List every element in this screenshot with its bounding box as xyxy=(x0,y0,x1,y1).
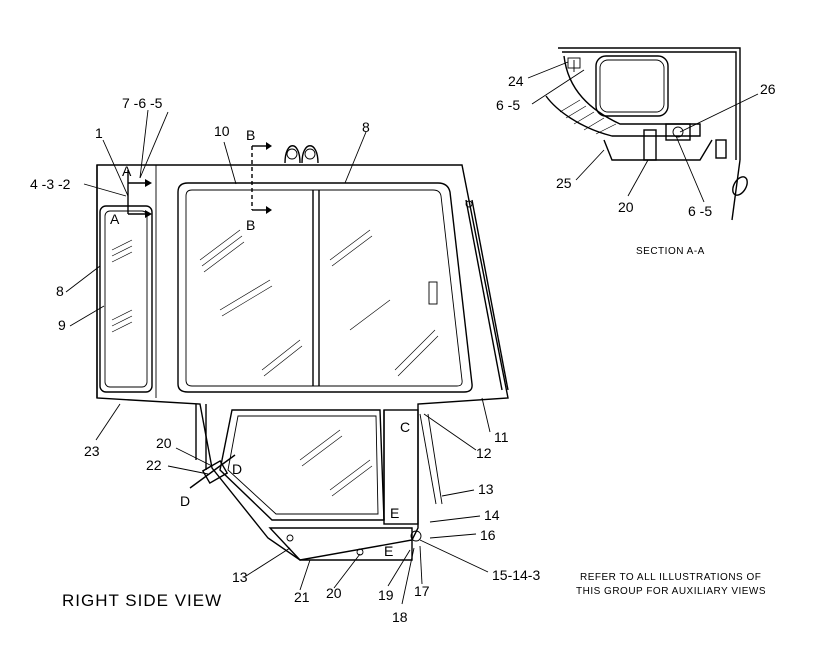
callout-6-5-top: 6 -5 xyxy=(496,97,520,113)
callout-17: 17 xyxy=(414,583,430,599)
lower-door-window xyxy=(195,404,443,556)
callout-23: 23 xyxy=(84,443,100,459)
callout-14: 14 xyxy=(484,507,500,523)
section-arrows xyxy=(97,142,272,218)
callout-21: 21 xyxy=(294,589,310,605)
marker-d-upper: D xyxy=(232,461,242,477)
marker-c: C xyxy=(400,419,410,435)
callout-11: 11 xyxy=(494,429,509,445)
marker-e-upper: E xyxy=(390,505,399,521)
callout-18: 18 xyxy=(392,609,408,625)
callout-6-5-section: 6 -5 xyxy=(688,203,712,219)
callout-13-right: 13 xyxy=(478,481,494,497)
callout-22: 22 xyxy=(146,457,162,473)
rear-window xyxy=(99,205,153,393)
callout-12: 12 xyxy=(476,445,492,461)
marker-d-lower: D xyxy=(180,493,190,509)
section-title: SECTION A-A xyxy=(636,246,705,257)
callout-19: 19 xyxy=(378,587,394,603)
callout-9: 9 xyxy=(58,317,66,333)
view-title: RIGHT SIDE VIEW xyxy=(62,591,222,610)
front-rail xyxy=(465,199,509,391)
callout-10: 10 xyxy=(214,123,230,139)
callout-20-left: 20 xyxy=(156,435,172,451)
marker-b-top: B xyxy=(246,127,255,143)
callout-1: 1 xyxy=(95,125,103,141)
upper-side-window xyxy=(177,182,473,393)
callout-labels: 1 7 -6 -5 4 -3 -2 8 9 10 8 23 11 12 13 1… xyxy=(30,73,776,625)
marker-b-bottom: B xyxy=(246,217,255,233)
note-line-1: REFER TO ALL ILLUSTRATIONS OF xyxy=(580,572,761,583)
section-a-a xyxy=(545,47,748,221)
callout-7-6-5: 7 -6 -5 xyxy=(122,95,163,111)
note-line-2: THIS GROUP FOR AUXILIARY VIEWS xyxy=(576,586,766,597)
callout-13-left: 13 xyxy=(232,569,248,585)
step-plate xyxy=(268,527,413,561)
callout-26: 26 xyxy=(760,81,776,97)
marker-a-bottom: A xyxy=(110,211,120,227)
callout-20-section: 20 xyxy=(618,199,634,215)
leader-lines xyxy=(65,61,759,605)
callout-8-top: 8 xyxy=(362,119,370,135)
callout-24: 24 xyxy=(508,73,524,89)
callout-4-3-2: 4 -3 -2 xyxy=(30,176,71,192)
marker-a-top: A xyxy=(122,163,132,179)
view-markers: A A B B C D D E E xyxy=(110,127,410,559)
callout-16: 16 xyxy=(480,527,496,543)
callout-8-left: 8 xyxy=(56,283,64,299)
callout-25: 25 xyxy=(556,175,572,191)
callout-20-bottom: 20 xyxy=(326,585,342,601)
cab-body xyxy=(96,145,509,561)
callout-15-14-3: 15-14-3 xyxy=(492,567,540,583)
marker-e-lower: E xyxy=(384,543,393,559)
